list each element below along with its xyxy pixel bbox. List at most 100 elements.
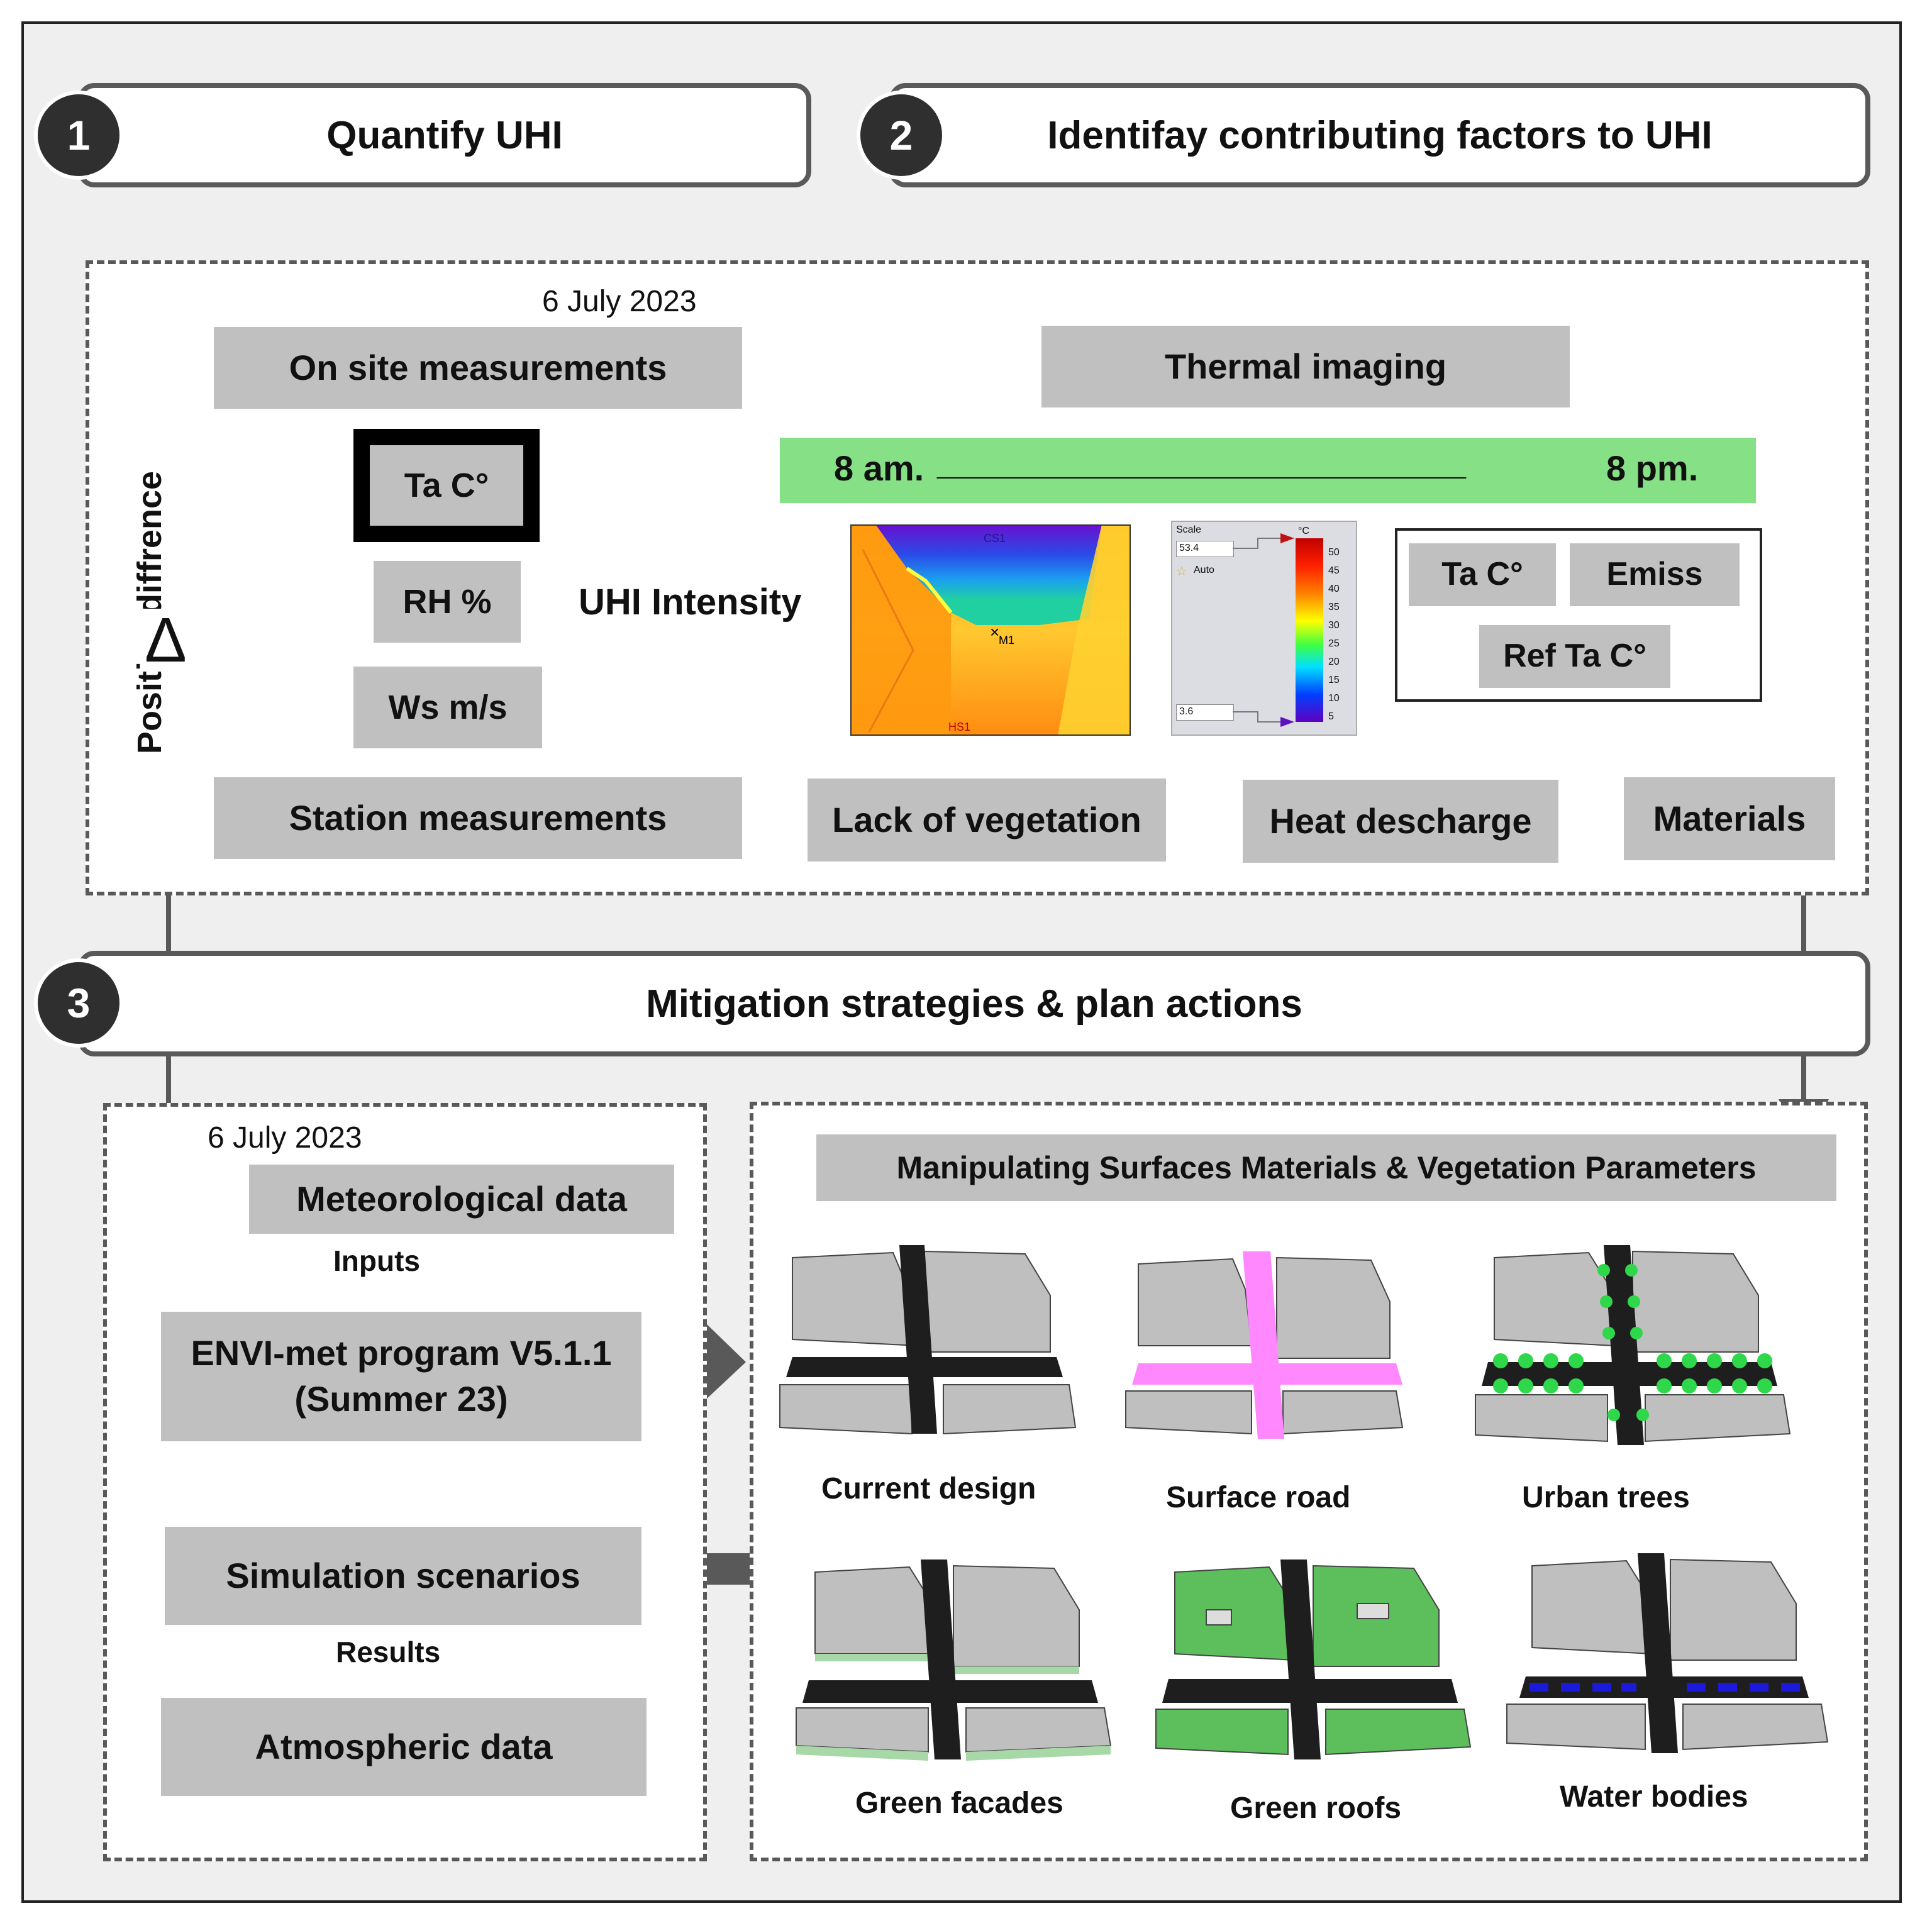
block-top-right [1276,1256,1391,1359]
tree [1568,1353,1584,1368]
results-label: Results [336,1636,441,1668]
thermal-image: CS1 × M1 HS1 [850,524,1131,736]
scenario-label-water-bodies: Water bodies [1560,1780,1748,1814]
scenario-label-surface-road: Surface road [1166,1481,1351,1514]
step3-header: Mitigation strategies & plan actions [78,951,1870,1056]
facade-strip-top-left [815,1654,935,1661]
thermal-cs-label: CS1 [984,532,1006,545]
meteorological-data-box: Meteorological data [249,1165,674,1234]
scale-pointer-lines [1233,533,1294,727]
simulation-scenarios-box: Simulation scenarios [165,1527,641,1625]
time-start-label: 8 am. [834,448,924,488]
water-strip [1530,1683,1800,1692]
road-vertical [1604,1245,1644,1445]
envi-met-program-line1: ENVI-met program V5.1.1 [191,1333,612,1373]
block-bottom-left [1125,1390,1252,1435]
scale-auto-label: Auto [1194,565,1214,575]
param-ta-box: Ta C° [353,429,540,542]
skylight [1357,1603,1389,1619]
tree-row-top [1493,1353,1772,1368]
block-bottom-left [779,1384,913,1435]
tree [1493,1378,1508,1393]
thermal-param-ta-box: Ta C° [1409,543,1556,606]
param-rh-box: RH % [374,561,521,643]
scale-title: Scale [1176,524,1202,535]
section1-date: 6 July 2023 [542,285,697,318]
water-cell [1530,1683,1548,1692]
facade-strip-bottom-right [966,1746,1111,1761]
scenario-urban-trees-image [1475,1245,1791,1445]
scale-min-input[interactable]: 3.6 [1176,704,1234,721]
thermal-hs-label: HS1 [948,721,970,733]
factor-heat-discharge: Heat descharge [1243,780,1558,863]
road-vertical [1280,1560,1321,1759]
road-vertical [899,1245,937,1434]
skylight [1206,1609,1232,1626]
step2-title: Identifay contributing factors to UHI [1047,113,1713,157]
water-cell [1561,1683,1580,1692]
tree [1630,1327,1643,1339]
scale-ticks: 50 45 40 35 30 25 20 15 10 5 [1326,547,1357,729]
thermal-shadow-lines [862,549,914,733]
delta-symbol: Δ [142,609,189,672]
block-top-left [792,1251,919,1347]
step1-header: Quantify UHI [78,83,811,187]
scale-min-value: 3.6 [1179,706,1194,717]
block-top-right [953,1565,1080,1667]
facade-strip-bottom-left [796,1746,928,1761]
tree [1707,1378,1722,1393]
tree [1682,1378,1697,1393]
block-bottom-left [1506,1704,1646,1751]
scale-tick: 30 [1328,620,1340,631]
scale-colorbar [1296,538,1323,722]
scale-panel: Scale °C 53.4 ☆Auto 3.6 50 45 40 35 30 2… [1171,521,1357,736]
road-vertical [921,1560,961,1759]
tree [1625,1264,1638,1277]
time-range-bar: 8 am. ___________________________ 8 pm. [780,438,1756,503]
tree [1757,1378,1772,1393]
on-site-measurements-box: On site measurements [214,327,742,409]
block-bottom-right [1282,1390,1404,1435]
water-cell [1621,1683,1636,1692]
road-vertical [1638,1553,1678,1753]
tree [1657,1353,1672,1368]
tree [1732,1353,1747,1368]
thermal-param-emiss-box: Emiss [1570,543,1740,606]
tree [1518,1378,1533,1393]
tree [1636,1409,1649,1421]
tree [1568,1378,1584,1393]
water-cell [1750,1683,1768,1692]
tree [1607,1409,1620,1421]
pink-road-vertical [1243,1251,1284,1439]
scenario-green-facades-image [796,1560,1112,1761]
block-bottom-right [965,1707,1112,1753]
step2-header: Identifay contributing factors to UHI [889,83,1870,187]
tree [1518,1353,1533,1368]
scale-auto-toggle[interactable]: ☆Auto [1176,563,1233,579]
scale-min-pointer [1280,717,1294,727]
water-cell [1781,1683,1800,1692]
block-top-left [814,1566,936,1654]
scale-max-value: 53.4 [1179,543,1199,553]
scenario-water-bodies-image [1506,1553,1829,1753]
tree [1732,1378,1747,1393]
tree [1707,1353,1722,1368]
scale-tick: 15 [1328,675,1340,685]
tree [1757,1353,1772,1368]
green-roof-bottom-right [1325,1709,1472,1756]
manipulating-parameters-box: Manipulating Surfaces Materials & Vegeta… [816,1134,1836,1201]
step1-number-badge: 1 [34,91,123,180]
tree-row-vertical [1597,1264,1649,1421]
green-roof-bottom-left [1155,1709,1289,1756]
scale-max-input[interactable]: 53.4 [1176,541,1234,557]
inputs-label: Inputs [333,1244,420,1277]
scale-tick: 25 [1328,638,1340,649]
step3-title: Mitigation strategies & plan actions [646,982,1302,1026]
step1-title: Quantify UHI [326,113,563,157]
water-cell [1687,1683,1706,1692]
thermal-edge-highlight [906,567,953,614]
thermal-param-ref-ta-box: Ref Ta C° [1479,625,1670,688]
time-range-line: ___________________________ [937,442,1466,482]
tree [1682,1353,1697,1368]
scale-tick: 50 [1328,547,1340,558]
